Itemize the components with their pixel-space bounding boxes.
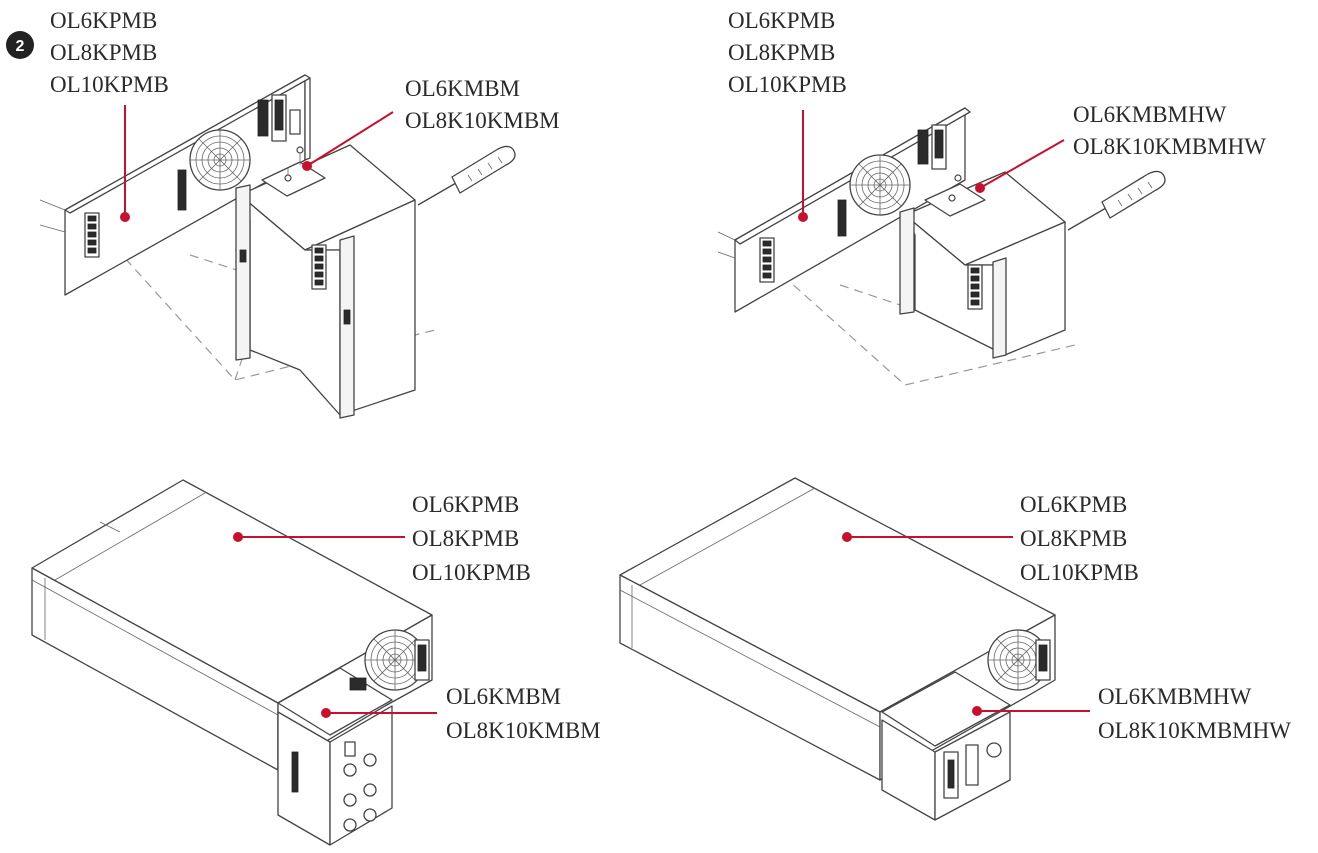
panel-2-illustration <box>717 107 1166 386</box>
screwdriver-icon <box>1067 170 1166 231</box>
screwdriver-icon <box>417 145 516 206</box>
fan-icon <box>189 129 251 191</box>
battery-module-label: OL6KMBM <box>446 684 561 709</box>
power-module-label: OL8KPMB <box>50 40 157 65</box>
power-module-label: OL10KPMB <box>412 560 531 585</box>
callout-dot <box>975 183 985 193</box>
panel-3-illustration <box>31 479 433 846</box>
panel-1-illustration <box>39 74 516 419</box>
power-module-label: OL6KPMB <box>728 8 835 33</box>
callout-line <box>979 139 1065 189</box>
fan-icon <box>849 154 911 216</box>
panel-4-callouts: OL6KPMB OL8KPMB OL10KPMB OL6KMBMHW OL8K1… <box>842 492 1291 743</box>
callout-dot <box>321 708 331 718</box>
power-module-label: OL6KPMB <box>412 492 519 517</box>
power-module-label: OL10KPMB <box>728 72 847 97</box>
panel-4-illustration <box>619 477 1056 821</box>
battery-module-label: OL8K10KMBMHW <box>1073 134 1266 159</box>
step-badge: 2 <box>6 31 34 59</box>
terminal-block-icon <box>311 244 327 290</box>
battery-module-label: OL8K10KMBM <box>405 108 560 133</box>
callout-line <box>306 111 394 167</box>
power-module-label: OL6KPMB <box>50 8 157 33</box>
callout-dot <box>120 212 130 222</box>
power-module-label: OL10KPMB <box>1020 560 1139 585</box>
battery-module-label: OL8K10KMBM <box>446 718 601 743</box>
terminal-block-icon <box>967 264 983 310</box>
callout-dot <box>842 532 852 542</box>
power-module-label: OL8KPMB <box>728 40 835 65</box>
battery-module-label: OL8K10KMBMHW <box>1098 718 1291 743</box>
power-module-label: OL6KPMB <box>1020 492 1127 517</box>
callout-dot <box>233 532 243 542</box>
power-module-label: OL10KPMB <box>50 72 169 97</box>
panel-1-callouts: OL6KPMB OL8KPMB OL10KPMB OL6KMBM OL8K10K… <box>50 8 560 222</box>
power-module-label: OL8KPMB <box>1020 526 1127 551</box>
panel-3-callouts: OL6KPMB OL8KPMB OL10KPMB OL6KMBM OL8K10K… <box>233 492 601 743</box>
battery-module-label: OL6KMBMHW <box>1073 102 1227 127</box>
callout-dot <box>798 212 808 222</box>
step-number: 2 <box>16 38 25 55</box>
callout-dot <box>302 161 312 171</box>
power-module-label: OL8KPMB <box>412 526 519 551</box>
battery-module-label: OL6KMBMHW <box>1098 684 1252 709</box>
callout-dot <box>972 706 982 716</box>
terminal-block-icon <box>759 237 775 283</box>
battery-module-label: OL6KMBM <box>405 76 520 101</box>
panel-2-callouts: OL6KPMB OL8KPMB OL10KPMB OL6KMBMHW OL8K1… <box>728 8 1266 222</box>
terminal-block-icon <box>84 212 100 258</box>
